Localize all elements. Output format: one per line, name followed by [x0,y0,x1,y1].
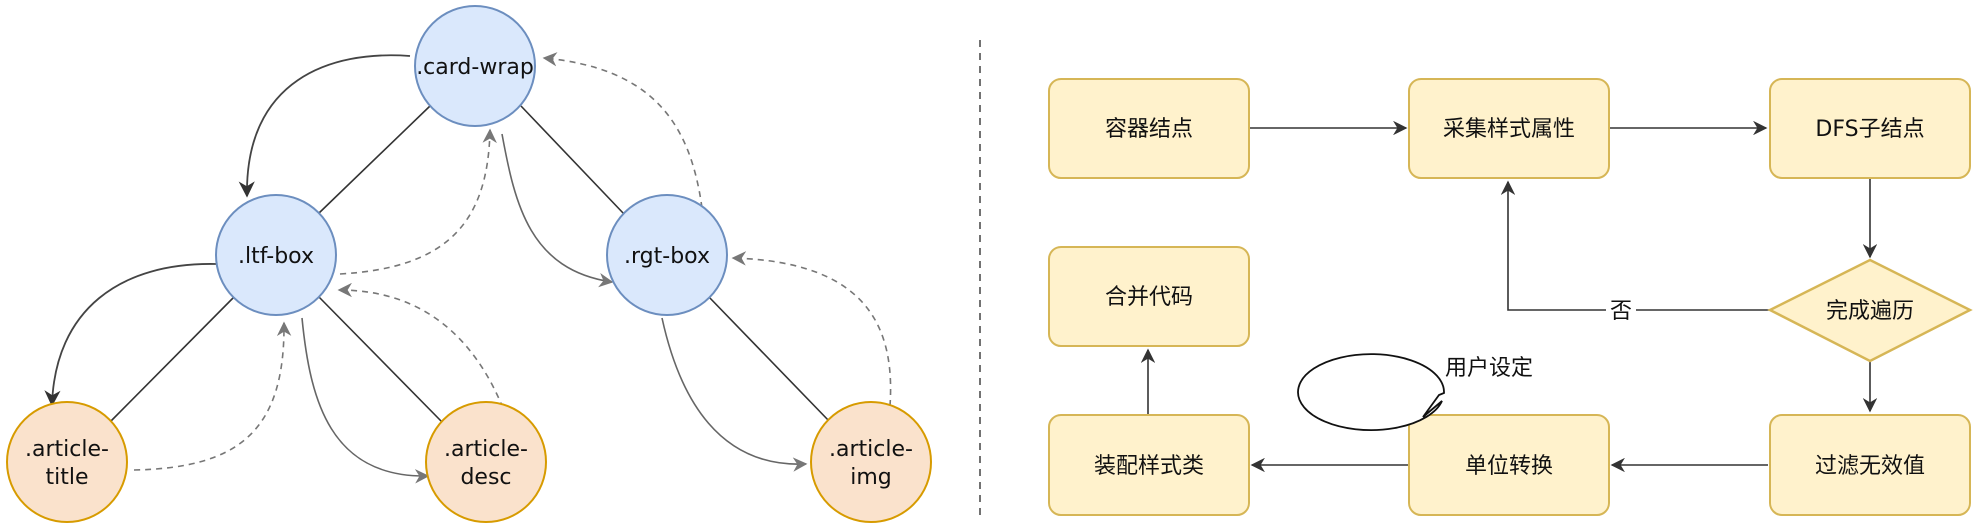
tree-edge-ltf-box-article-title [109,295,236,423]
flow-node-label: 过滤无效值 [1815,454,1925,479]
dfs-backtrack-arrows [133,52,892,471]
flow-node-label: 合并代码 [1105,285,1193,310]
flow-edge-done-to-collect [1500,180,1769,311]
backtrack-arrow-article-title-to-ltf-box [133,321,292,471]
tree-edge-ltf-box-article-desc [317,295,443,423]
tree-node-label: .article- [25,437,109,462]
tree-node-label-line2: desc [460,465,511,490]
tree-nodes: .card-wrap .ltf-box .rgt-box .article- t… [6,5,932,523]
no-branch-label: 否 [1610,299,1632,324]
flow-node-label: 装配样式类 [1094,454,1204,479]
flow-node-traversal-done[interactable]: 完成遍历 [1767,258,1973,363]
callout-text: 用户设定 [1445,356,1533,381]
tree-edge-rgt-box-article-img [707,295,831,423]
backtrack-arrow-rgt-box-to-card-wrap [542,52,703,209]
flow-node-dfs-children[interactable]: DFS子结点 [1769,78,1971,179]
flow-edges [1140,120,1878,473]
flow-node-unit-convert[interactable]: 单位转换 [1408,414,1610,516]
dfs-arrow-ltf-box-to-article-desc [301,317,430,484]
no-label-bg [1606,296,1636,324]
tree-edges [109,105,831,423]
flow-node-container-node[interactable]: 容器结点 [1048,78,1250,179]
tree-node-ltf-box[interactable]: .ltf-box [215,194,337,316]
tree-node-label: .ltf-box [238,244,314,269]
tree-node-article-title[interactable]: .article- title [6,401,128,523]
tree-edge-card-wrap-ltf-box [317,105,431,215]
backtrack-arrow-ltf-box-to-card-wrap [339,128,497,275]
user-setting-callout[interactable]: 用户设定 [1297,353,1533,432]
tree-diagram: .card-wrap .ltf-box .rgt-box .article- t… [6,5,932,523]
dfs-descent-arrows [44,54,808,484]
tree-node-article-img[interactable]: .article- img [810,401,932,523]
backtrack-arrow-article-desc-to-ltf-box [337,282,504,409]
flowchart: 否 容器结点 采集样式属性 DFS子结点 完成遍历 过滤无效值 [1048,78,1973,516]
callout-bubble [1297,353,1445,432]
tree-node-card-wrap[interactable]: .card-wrap [414,5,536,127]
flow-node-label: 采集样式属性 [1443,117,1575,142]
flow-node-collect-styles[interactable]: 采集样式属性 [1408,78,1610,179]
tree-node-label: .rgt-box [624,244,710,269]
dfs-arrow-card-wrap-to-rgt-box [501,133,614,288]
flow-node-label: 容器结点 [1105,117,1193,142]
tree-node-label: .article- [829,437,913,462]
flow-node-filter-invalid[interactable]: 过滤无效值 [1769,414,1971,516]
tree-node-label-line2: title [45,465,88,490]
tree-node-label: .card-wrap [416,55,534,80]
flow-node-label: DFS子结点 [1815,117,1924,142]
flow-node-assemble-classes[interactable]: 装配样式类 [1048,414,1250,516]
tree-node-label-line2: img [850,465,892,490]
backtrack-arrow-article-img-to-rgt-box [731,251,892,407]
tree-edge-card-wrap-rgt-box [520,105,625,215]
tree-node-label: .article- [444,437,528,462]
dfs-arrow-rgt-box-to-article-img [661,317,808,472]
tree-node-rgt-box[interactable]: .rgt-box [606,194,728,316]
flow-node-label: 完成遍历 [1826,299,1914,324]
flow-node-merge-code[interactable]: 合并代码 [1048,246,1250,347]
flow-node-label: 单位转换 [1465,454,1553,479]
tree-node-article-desc[interactable]: .article- desc [425,401,547,523]
dfs-arrow-card-wrap-to-ltf-box [238,54,411,198]
dfs-arrow-ltf-box-to-article-title [44,263,217,407]
